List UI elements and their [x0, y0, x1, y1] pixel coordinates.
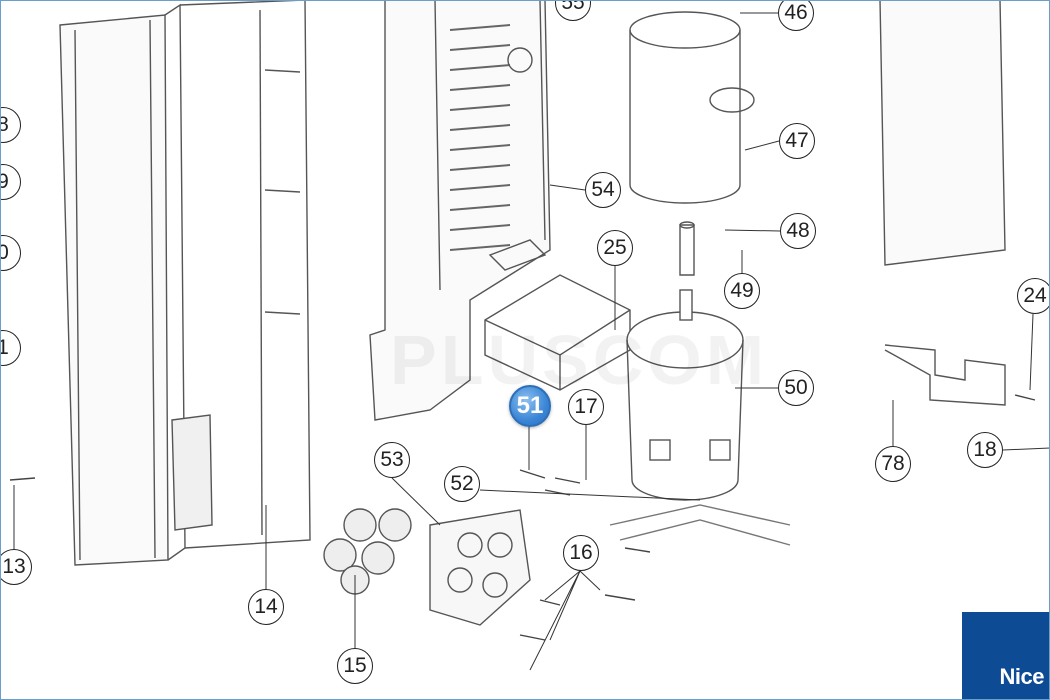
plate-part	[429, 509, 531, 626]
caps-part	[323, 508, 412, 595]
bracket-part	[879, 0, 1006, 406]
callout-18[interactable]: 18	[967, 432, 1003, 468]
callout-14[interactable]: 14	[248, 589, 284, 625]
callout-48[interactable]: 48	[780, 213, 816, 249]
callout-13[interactable]: 13	[0, 549, 32, 585]
motor-part	[626, 289, 744, 501]
callout-16[interactable]: 16	[563, 535, 599, 571]
callout-52[interactable]: 52	[444, 466, 480, 502]
callout-50[interactable]: 50	[778, 370, 814, 406]
callout-78[interactable]: 78	[875, 446, 911, 482]
shaft-part	[679, 224, 695, 276]
callout-15[interactable]: 15	[337, 648, 373, 684]
side-panel-part	[59, 0, 311, 566]
nice-logo: Nice	[962, 612, 1050, 700]
callout-49[interactable]: 49	[724, 273, 760, 309]
watermark: PLUSCOM	[390, 321, 768, 399]
callout-17[interactable]: 17	[568, 389, 604, 425]
callout-47[interactable]: 47	[779, 123, 815, 159]
logo-text: Nice	[999, 664, 1045, 689]
cylinder-part	[629, 11, 755, 204]
housing-part	[369, 0, 551, 421]
callout-46[interactable]: 46	[778, 0, 814, 31]
callout-54[interactable]: 54	[585, 172, 621, 208]
callout-24[interactable]: 24	[1017, 278, 1050, 314]
leader-lines	[13, 12, 1050, 671]
callout-53[interactable]: 53	[374, 442, 410, 478]
callout-25[interactable]: 25	[597, 230, 633, 266]
callout-51-selected[interactable]: 51	[509, 385, 551, 427]
screws	[9, 394, 1036, 641]
